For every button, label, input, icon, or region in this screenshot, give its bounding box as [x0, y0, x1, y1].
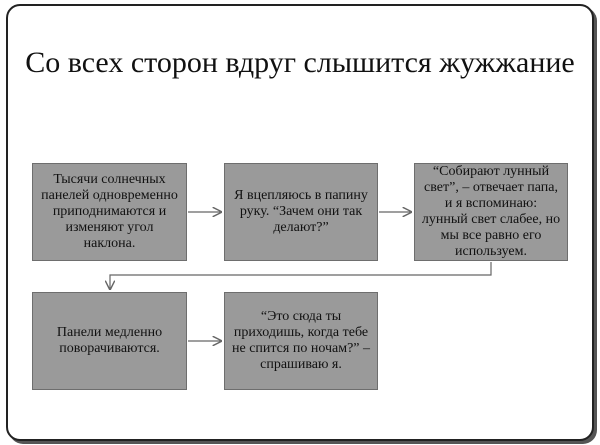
flow-step-4: Панели медленно поворачиваются. — [32, 292, 187, 390]
flow-step-3: “Собирают лунный свет”, – отвечает папа,… — [414, 163, 568, 261]
arrow-3-to-4 — [110, 262, 492, 289]
flow-step-2: Я вцепляюсь в папину руку. “Зачем они та… — [224, 163, 378, 261]
slide-title: Со всех сторон вдруг слышится жужжание — [25, 46, 575, 79]
flow-step-5: “Это сюда ты приходишь, когда тебе не сп… — [224, 292, 378, 390]
flow-step-1: Тысячи солнечных панелей одновременно пр… — [32, 163, 187, 261]
